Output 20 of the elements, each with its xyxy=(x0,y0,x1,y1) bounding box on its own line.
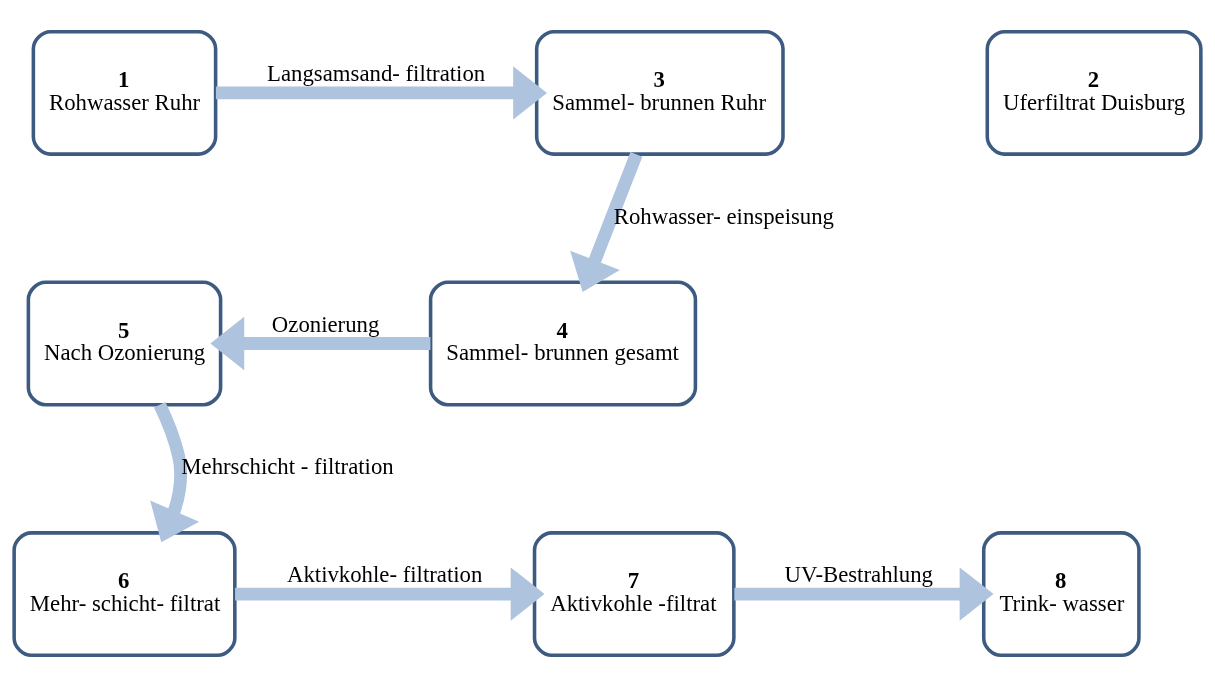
node-box: 7 Aktivkohle -filtrat xyxy=(532,530,736,657)
node-box: 3 Sammel- brunnen Ruhr xyxy=(534,29,785,156)
edge-label: Langsamsand- filtration xyxy=(267,60,486,86)
node-box: 5 Nach Ozonierung xyxy=(26,280,223,406)
arrow xyxy=(215,65,547,120)
edge-label: Aktivkohle- filtration xyxy=(286,561,483,587)
edge-label: Rohwasser- einspeisung xyxy=(613,203,834,229)
edge-label: UV-Bestrahlung xyxy=(784,561,933,587)
edge-label: Ozonierung xyxy=(271,311,380,337)
arrow xyxy=(570,151,643,292)
arrow xyxy=(150,401,200,542)
node-box: 1 Rohwasser Ruhr xyxy=(31,29,218,156)
node-box: 4 Sammel- brunnen gesamt xyxy=(428,280,698,406)
node-box: 6 Mehr- schicht- filtrat xyxy=(12,530,237,657)
arrow xyxy=(734,566,994,621)
node-box: 2 Uferfiltrat Duisburg xyxy=(985,29,1203,156)
edge-label: Mehrschicht - filtration xyxy=(181,453,394,479)
arrow xyxy=(210,316,431,370)
node-box: 8 Trink- wasser xyxy=(981,530,1141,657)
arrow xyxy=(235,566,545,621)
